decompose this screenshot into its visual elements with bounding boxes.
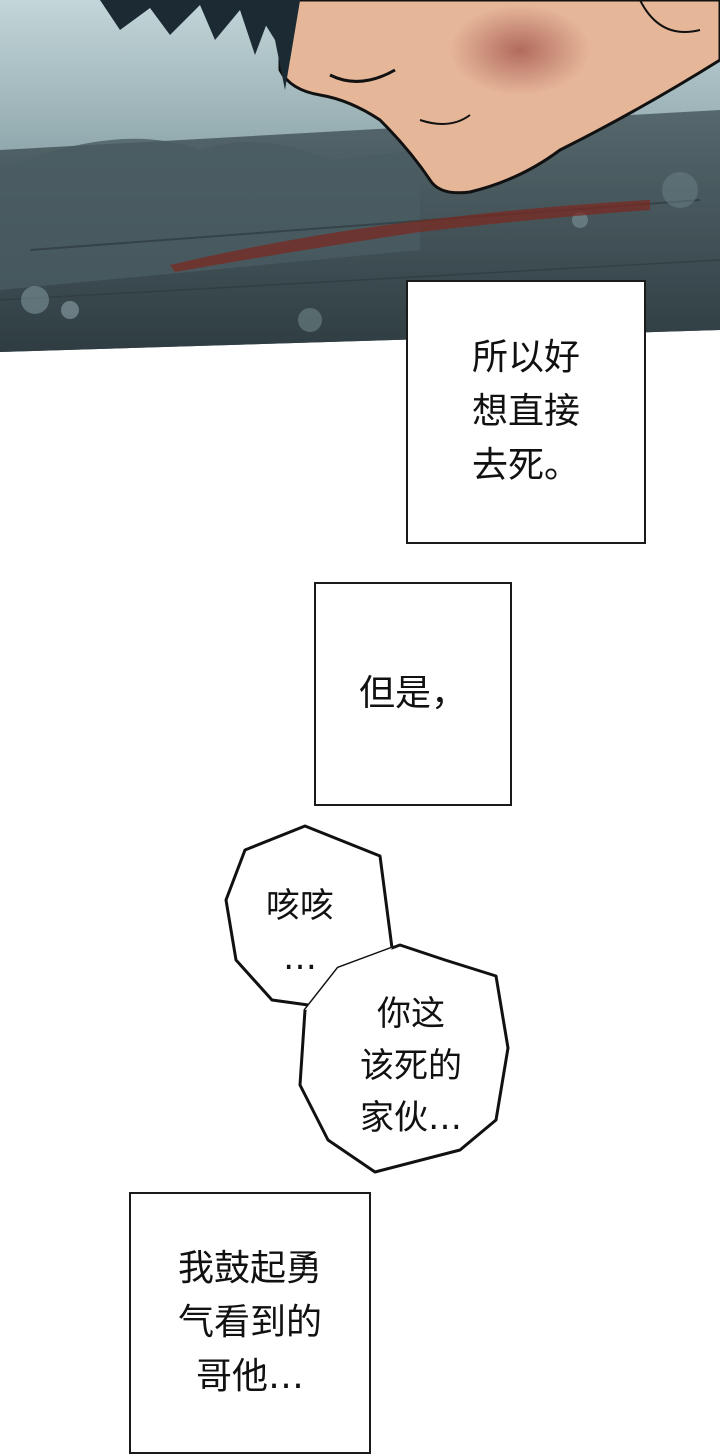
narration-text-1: 所以好 想直接 去死。: [472, 331, 580, 493]
narration-1-line-3: 去死。: [471, 445, 580, 486]
narration-1-line-1: 所以好: [471, 337, 580, 378]
narration-3-line-2: 气看到的: [177, 1302, 322, 1343]
narration-text-3: 我鼓起勇 气看到的 哥他…: [178, 1242, 322, 1404]
speech-2-line-3: 家伙…: [360, 1098, 462, 1138]
speech-1-line-1: 咳咳: [266, 886, 334, 926]
speech-text-2: 你这 该死的 家伙…: [326, 988, 496, 1144]
narration-2-line-1: 但是，: [358, 673, 467, 714]
speech-text-1: 咳咳 …: [230, 880, 370, 984]
narration-1-line-2: 想直接: [471, 391, 580, 432]
narration-3-line-3: 哥他…: [195, 1356, 304, 1397]
character-face: [278, 0, 720, 195]
narration-box-1: 所以好 想直接 去死。: [406, 280, 646, 544]
speech-1-line-2: …: [283, 938, 317, 978]
narration-text-2: 但是，: [359, 667, 467, 721]
blood-streak: [170, 200, 650, 272]
speech-2-line-1: 你这: [377, 994, 445, 1034]
character-hair: [100, 0, 300, 90]
speech-2-line-2: 该死的: [360, 1046, 462, 1086]
narration-box-2: 但是，: [314, 582, 512, 806]
narration-3-line-1: 我鼓起勇: [177, 1248, 322, 1289]
narration-box-3: 我鼓起勇 气看到的 哥他…: [129, 1192, 371, 1454]
